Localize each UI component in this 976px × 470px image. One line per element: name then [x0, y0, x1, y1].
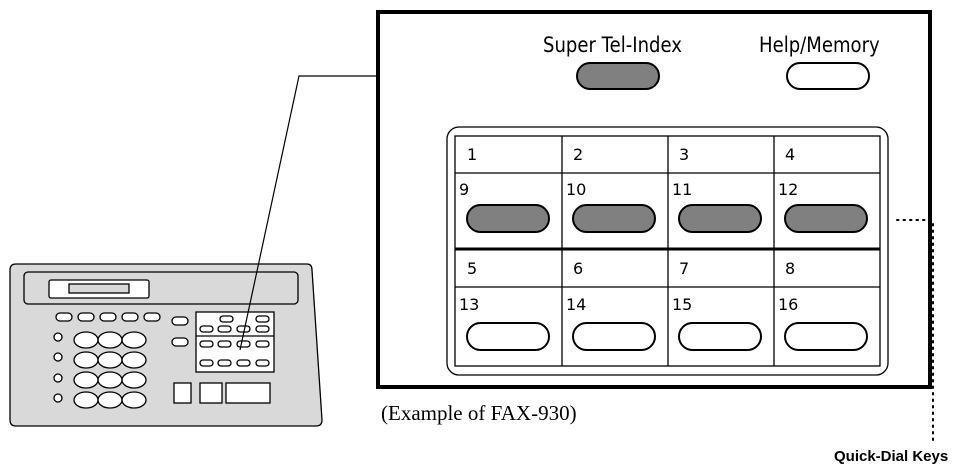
fax-keypad	[53, 331, 147, 409]
fax-key	[171, 337, 189, 347]
super-tel-index-button[interactable]	[576, 62, 660, 90]
super-tel-index-label: Super Tel-Index	[543, 33, 682, 57]
key-number-1: 1	[467, 145, 478, 164]
key-label-14: 14	[566, 295, 587, 314]
fax-key	[55, 312, 73, 322]
figure-caption: (Example of FAX-930)	[381, 401, 577, 425]
fax-machine-illustration	[9, 263, 323, 427]
key-label-13: 13	[459, 295, 480, 314]
key-number-2: 2	[573, 145, 584, 164]
key-label-16: 16	[778, 295, 799, 314]
quick-dial-key-16[interactable]	[784, 322, 868, 351]
quick-dial-keys-callout: Quick-Dial Keys	[834, 448, 949, 465]
key-label-12: 12	[778, 180, 799, 199]
key-number-3: 3	[679, 145, 690, 164]
key-label-10: 10	[566, 180, 587, 199]
key-label-15: 15	[672, 295, 693, 314]
key-label-11: 11	[672, 180, 693, 199]
key-number-8: 8	[785, 259, 796, 278]
fax-button	[199, 382, 223, 404]
fax-key	[171, 316, 189, 326]
quick-dial-key-13[interactable]	[466, 322, 550, 351]
quick-dial-panel	[446, 126, 889, 376]
fax-display	[68, 283, 130, 294]
quick-dial-key-11[interactable]	[678, 204, 762, 233]
key-number-4: 4	[785, 145, 796, 164]
fax-key	[143, 312, 161, 322]
quick-dial-key-10[interactable]	[572, 204, 656, 233]
quick-dial-key-15[interactable]	[678, 322, 762, 351]
quick-dial-key-12[interactable]	[784, 204, 868, 233]
key-number-5: 5	[467, 259, 478, 278]
callout-leader	[896, 219, 934, 443]
quick-dial-key-9[interactable]	[466, 204, 550, 233]
key-number-6: 6	[573, 259, 584, 278]
pointer-line	[239, 75, 381, 351]
fax-button	[225, 382, 271, 404]
fax-key	[77, 312, 95, 322]
key-label-9: 9	[459, 180, 470, 199]
help-memory-label: Help/Memory	[759, 33, 880, 57]
fax-button	[173, 382, 192, 404]
quick-dial-key-14[interactable]	[572, 322, 656, 351]
help-memory-button[interactable]	[786, 62, 870, 90]
fax-one-touch-keys	[196, 315, 274, 367]
fax-key	[121, 312, 139, 322]
key-number-7: 7	[679, 259, 690, 278]
fax-key	[99, 312, 117, 322]
